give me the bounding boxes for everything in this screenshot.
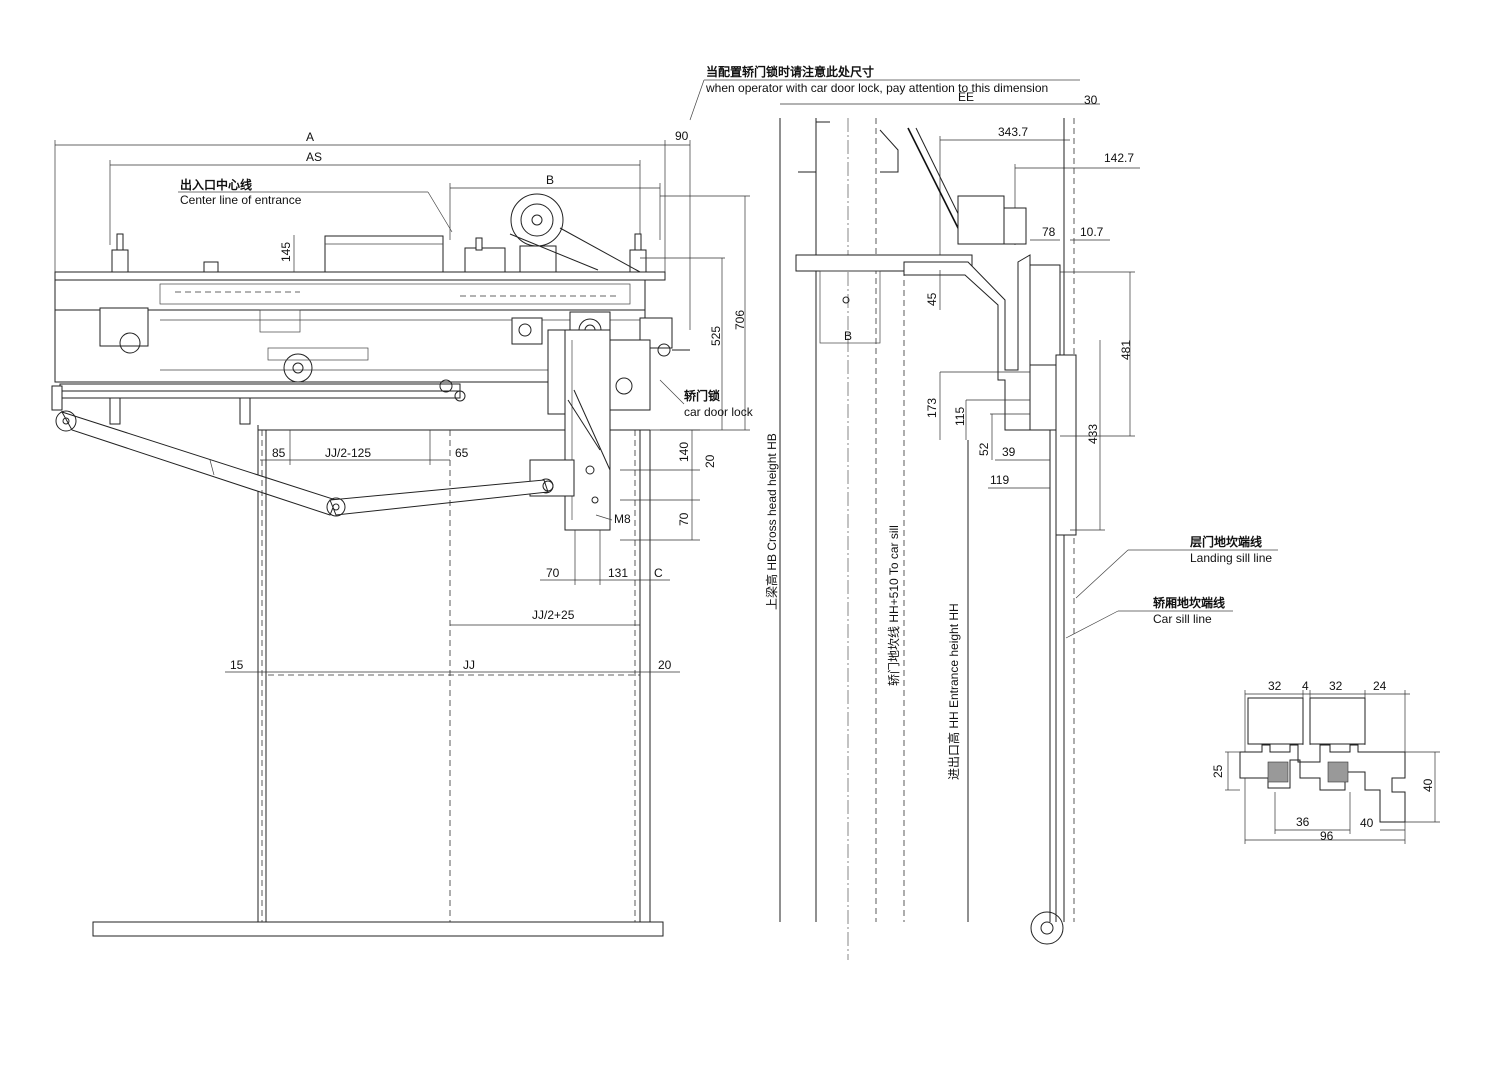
dim-119: 119	[990, 473, 1009, 487]
dim-65: 65	[455, 446, 469, 460]
dim-131: 131	[608, 566, 628, 580]
car-sill-label-cn: 轿厢地坎端线	[1153, 595, 1225, 610]
top-note-cn: 当配置轿门锁时请注意此处尺寸	[706, 64, 874, 79]
door-arm	[51, 329, 650, 922]
car-door-lock-callout: 轿门锁 car door lock	[659, 379, 754, 419]
top-note-en: when operator with car door lock, pay at…	[705, 81, 1048, 95]
dim-481: 481	[1119, 340, 1133, 360]
dim-B: B	[546, 173, 554, 187]
front-view: A 90 AS B 出入口中心线 Center line of entrance	[51, 129, 754, 937]
side-vertical-labels: 上梁高 HB Cross head height HB 轿门地坎线 HH+510…	[764, 433, 961, 780]
dim-JJ: JJ	[463, 658, 475, 672]
dim-115: 115	[953, 407, 967, 426]
side-structure: B	[779, 118, 1077, 960]
sill-dim-96: 96	[1320, 829, 1334, 843]
dim-jj2p25: JJ/2+25	[532, 608, 575, 622]
dim-39: 39	[1002, 445, 1016, 459]
sill-dim-32b: 32	[1329, 679, 1343, 693]
front-top-dimensions: A 90 AS B	[54, 129, 691, 330]
car-door-lock-label-en: car door lock	[684, 405, 754, 419]
door-frame	[92, 430, 664, 937]
sill-dim-4: 4	[1302, 679, 1309, 693]
dim-20b: 20	[658, 658, 672, 672]
M8-label: M8	[614, 512, 631, 526]
sill-detail: 32 4 32 24 25 40 36 40 96	[1211, 679, 1440, 844]
dim-173: 173	[925, 398, 939, 418]
front-lower-dimensions: 85 JJ/2-125 65 140 20 70 M8 70 131 C JJ/…	[225, 429, 717, 673]
dim-10: 10.7	[1080, 225, 1104, 239]
dim-433: 433	[1086, 424, 1100, 444]
dim-EE: EE	[958, 90, 974, 104]
dim-706: 706	[733, 310, 747, 330]
center-line-label-en: Center line of entrance	[180, 193, 302, 207]
dim-52: 52	[977, 442, 991, 456]
sill-dim-32a: 32	[1268, 679, 1282, 693]
dim-15: 15	[230, 658, 244, 672]
dim-343: 343.7	[998, 125, 1028, 139]
hh510-label: 轿门地坎线 HH+510 To car sill	[886, 525, 901, 686]
center-line-label-cn: 出入口中心线	[180, 177, 252, 192]
landing-sill-label-en: Landing sill line	[1190, 551, 1272, 565]
sill-dim-36: 36	[1296, 815, 1310, 829]
dim-78: 78	[1042, 225, 1056, 239]
sill-dim-25: 25	[1211, 764, 1225, 778]
sill-dim-40v: 40	[1421, 778, 1435, 792]
dim-525: 525	[709, 326, 723, 346]
dim-85: 85	[272, 446, 286, 460]
hb-label: 上梁高 HB Cross head height HB	[764, 433, 779, 610]
dim-145: 145	[279, 242, 293, 262]
dim-A: A	[306, 130, 314, 144]
dim-140: 140	[677, 442, 691, 462]
dim-70v: 70	[677, 512, 691, 526]
sill-dim-40h: 40	[1360, 816, 1374, 830]
dim-AS: AS	[306, 150, 322, 164]
side-top-note: 当配置轿门锁时请注意此处尺寸 when operator with car do…	[689, 64, 1080, 121]
side-top-dimensions: EE 30 343.7 142.7 78 10.7	[780, 90, 1140, 255]
dim-30: 30	[1084, 93, 1098, 107]
dim-90: 90	[675, 129, 689, 143]
dim-142: 142.7	[1104, 151, 1134, 165]
dim-45: 45	[925, 292, 939, 306]
hh-label: 进出口高 HH Entrance height HH	[946, 603, 961, 780]
dim-70: 70	[546, 566, 560, 580]
car-sill-label-en: Car sill line	[1153, 612, 1212, 626]
landing-sill-label-cn: 层门地坎端线	[1190, 534, 1262, 549]
dim-C: C	[654, 566, 663, 580]
side-vertical-dimensions: 45 481 433 173 115 52 39 119	[925, 270, 1135, 531]
front-right-dimensions: 706 525 145	[279, 195, 750, 431]
side-view: 当配置轿门锁时请注意此处尺寸 when operator with car do…	[689, 64, 1278, 960]
sill-dim-24: 24	[1373, 679, 1387, 693]
sill-callouts: 层门地坎端线 Landing sill line 轿厢地坎端线 Car sill…	[1065, 534, 1278, 639]
dim-jj2m125: JJ/2-125	[325, 446, 371, 460]
dim-20: 20	[703, 454, 717, 468]
car-door-lock-label-cn: 轿门锁	[684, 388, 720, 403]
side-dim-B: B	[844, 329, 852, 343]
center-line-callout: 出入口中心线 Center line of entrance	[178, 177, 453, 233]
operator-header	[54, 193, 666, 425]
